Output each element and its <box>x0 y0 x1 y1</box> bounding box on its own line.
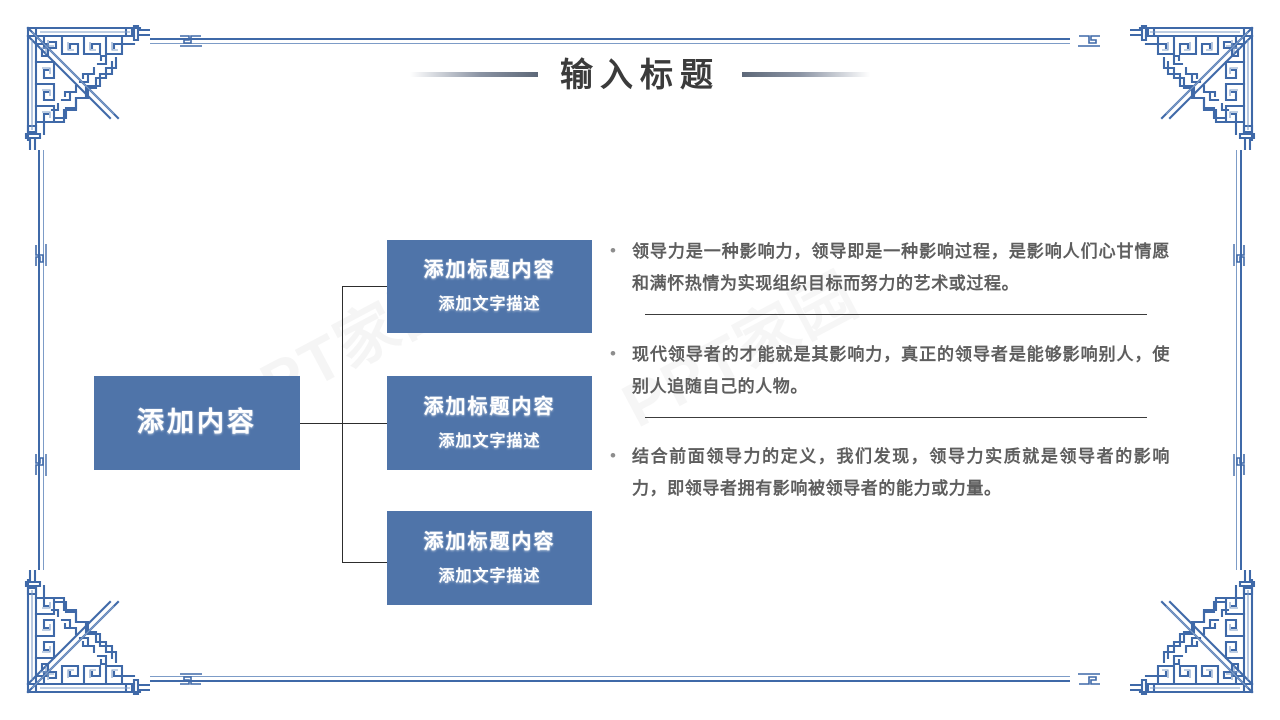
frame-right-edge-inner <box>1236 150 1237 570</box>
connector-branch <box>342 286 388 287</box>
leaf-node-subtitle: 添加文字描述 <box>438 567 541 585</box>
paragraph-text: 现代领导者的才能就是其影响力，真正的领导者是能够影响别人，使别人追随自己的人物。 <box>632 345 1170 396</box>
connector-branch <box>342 423 388 424</box>
content-column: • 领导力是一种影响力，领导即是一种影响过程，是影响人们心甘情愿和满怀热情为实现… <box>610 236 1170 505</box>
root-node-title: 添加内容 <box>137 407 257 438</box>
bullet-icon: • <box>610 344 616 363</box>
leaf-node-title: 添加标题内容 <box>423 259 556 281</box>
org-diagram: 添加内容 添加标题内容 添加文字描述 添加标题内容 添加文字描述 添加标题内容 … <box>0 0 620 720</box>
paragraph-text: 结合前面领导力的定义，我们发现，领导力实质就是领导者的影响力，即领导者拥有影响被… <box>632 447 1170 498</box>
meander-knot-icon <box>1231 452 1247 478</box>
meander-knot-icon <box>1231 242 1247 268</box>
paragraph-text: 领导力是一种影响力，领导即是一种影响过程，是影响人们心甘情愿和满怀热情为实现组织… <box>632 242 1170 293</box>
leaf-node[interactable]: 添加标题内容 添加文字描述 <box>387 240 592 333</box>
title-rule-right <box>742 72 870 77</box>
connector-branch <box>342 562 388 563</box>
content-paragraph: • 领导力是一种影响力，领导即是一种影响过程，是影响人们心甘情愿和满怀热情为实现… <box>610 236 1170 300</box>
slide-title-row: 输入标题 <box>0 58 1280 91</box>
content-paragraph: • 结合前面领导力的定义，我们发现，领导力实质就是领导者的影响力，即领导者拥有影… <box>610 441 1170 505</box>
leaf-node-subtitle: 添加文字描述 <box>438 296 541 313</box>
bullet-icon: • <box>610 446 616 465</box>
connector-stem <box>300 423 342 424</box>
paragraph-separator <box>645 314 1147 315</box>
meander-knot-icon <box>1076 671 1102 687</box>
connector-trunk <box>342 286 343 563</box>
bullet-icon: • <box>610 241 616 260</box>
leaf-node[interactable]: 添加标题内容 添加文字描述 <box>387 511 592 605</box>
root-node[interactable]: 添加内容 <box>94 376 300 470</box>
paragraph-separator <box>645 417 1147 418</box>
frame-right-edge <box>1240 150 1242 570</box>
page-title: 输入标题 <box>560 56 720 93</box>
meander-knot-icon <box>1076 33 1102 49</box>
title-rule-left <box>410 72 538 77</box>
leaf-node-title: 添加标题内容 <box>423 395 556 418</box>
leaf-node-title: 添加标题内容 <box>423 530 556 553</box>
corner-ornament-bottom-right-icon <box>1128 568 1258 698</box>
content-paragraph: • 现代领导者的才能就是其影响力，真正的领导者是能够影响别人，使别人追随自己的人… <box>610 339 1170 403</box>
leaf-node[interactable]: 添加标题内容 添加文字描述 <box>387 376 592 470</box>
leaf-node-subtitle: 添加文字描述 <box>438 432 541 450</box>
